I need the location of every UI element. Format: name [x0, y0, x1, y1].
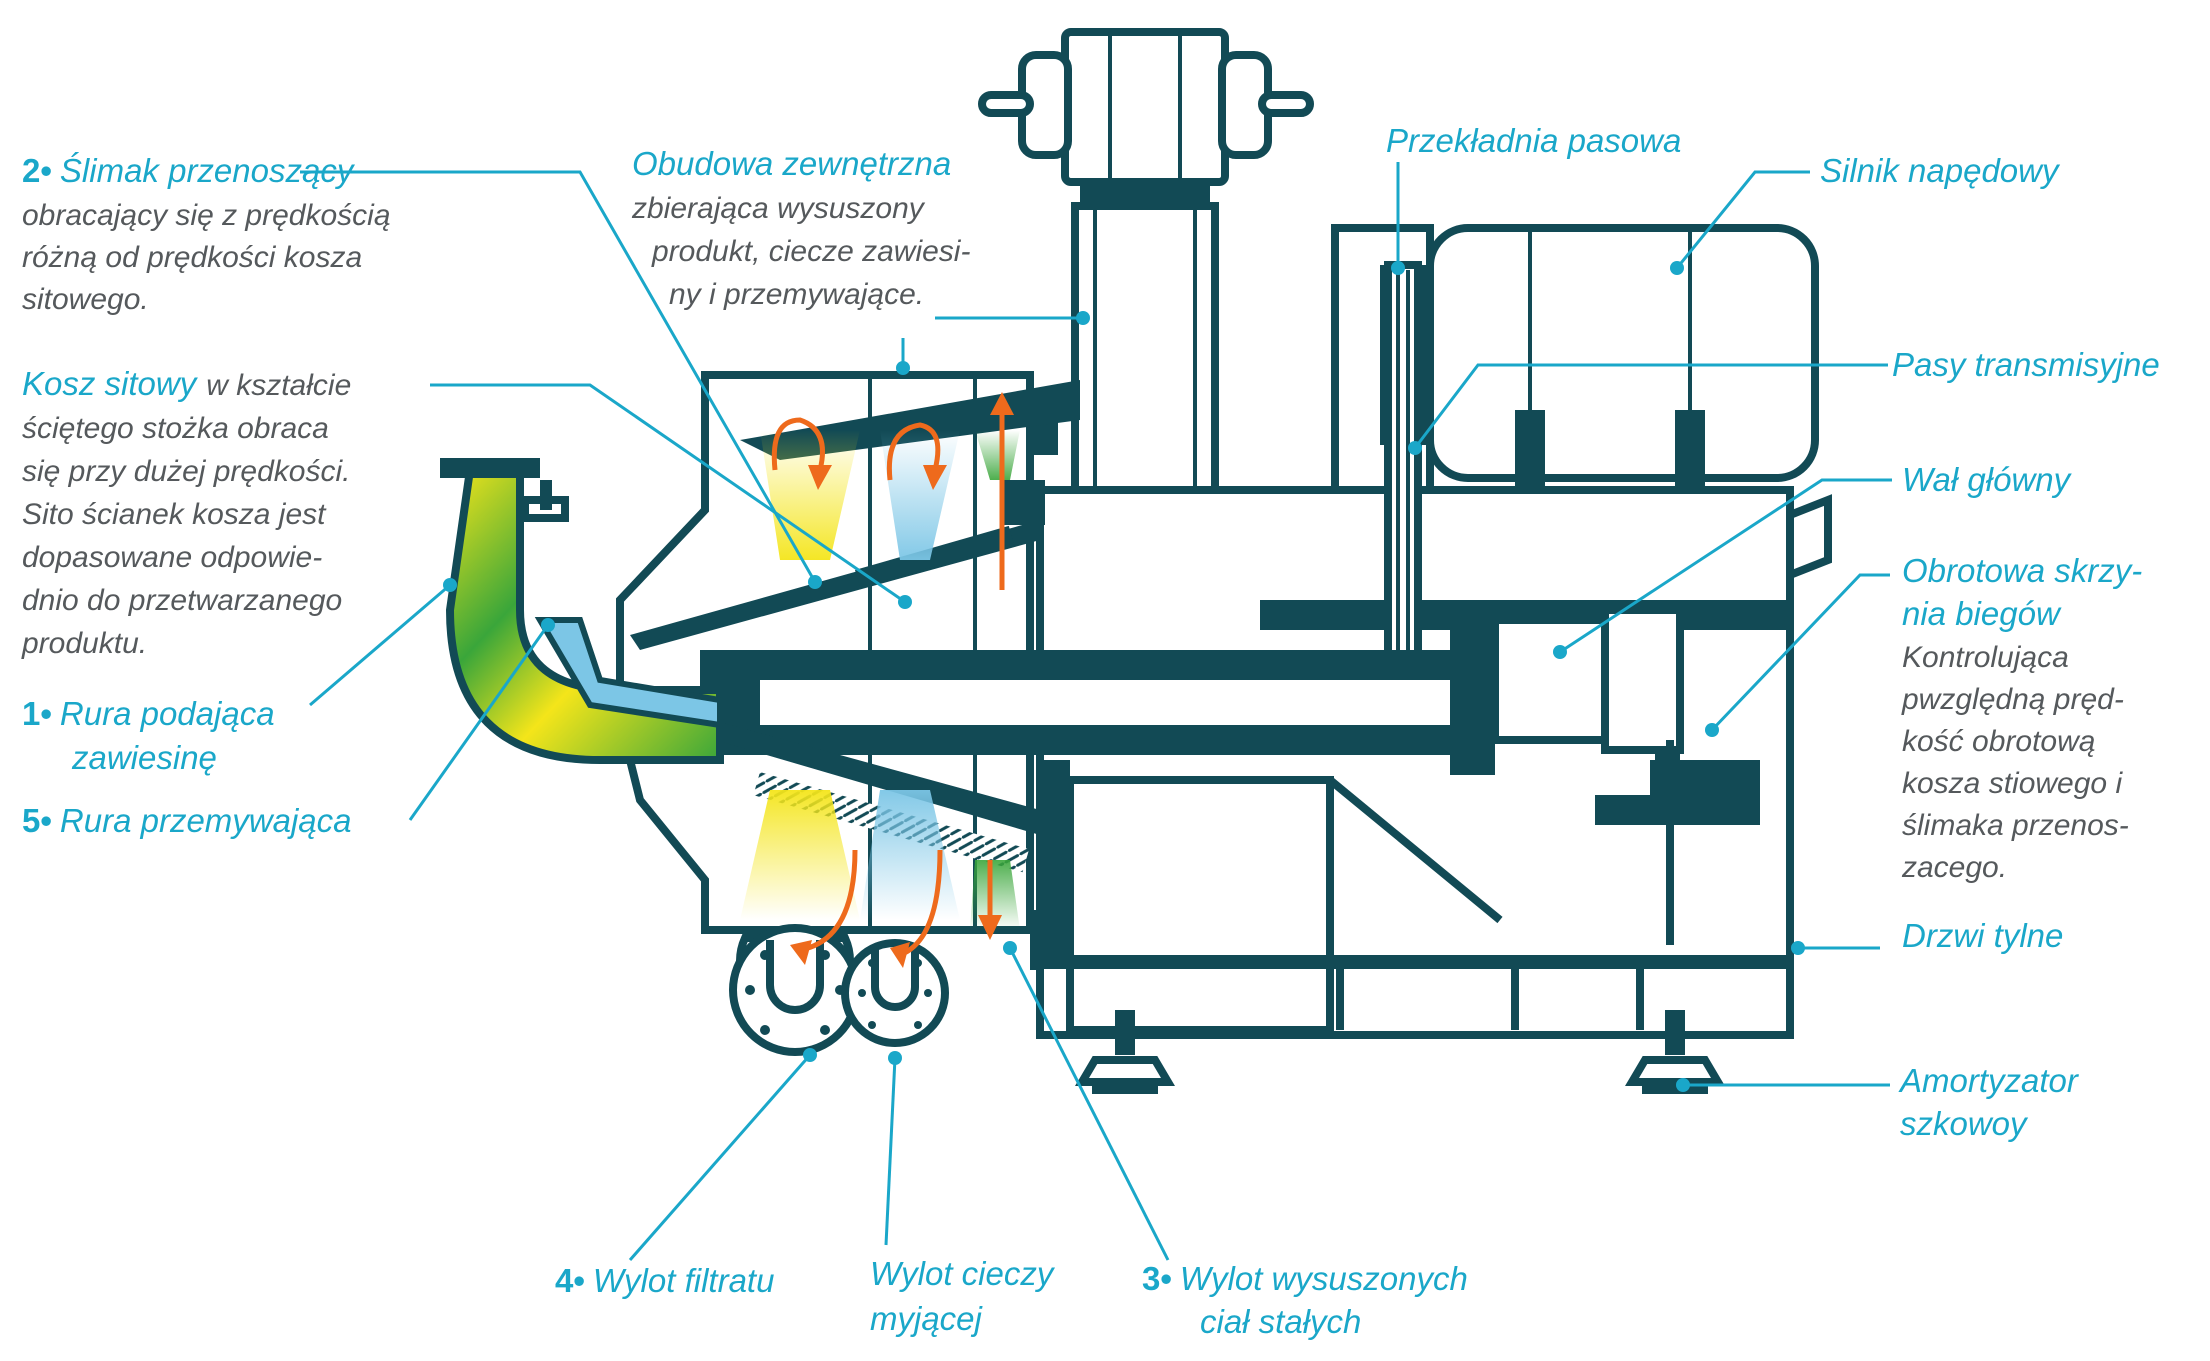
- label-pasy: Pasy transmisyjne: [1892, 346, 2160, 383]
- label-obudowa: Obudowa zewnętrzna zbierająca wysuszony …: [631, 145, 970, 311]
- kosz-line-6: produktu.: [21, 627, 147, 660]
- slimak-title: Ślimak przenoszący: [60, 151, 356, 189]
- skrzynia-line-4: kosza stiowego i: [1902, 767, 2123, 800]
- outlets: [729, 924, 949, 1056]
- obudowa-title: Obudowa zewnętrzna: [632, 145, 951, 182]
- wylot-cial-title-2: ciał stałych: [1200, 1303, 1361, 1340]
- label-amortyzator: Amortyzator szkowoy: [1898, 1062, 2080, 1142]
- slimak-number: 2•: [22, 152, 52, 189]
- skrzynia-line-6: zacego.: [1901, 851, 2007, 884]
- skrzynia-line-2: pwzględną pręd-: [1901, 683, 2124, 716]
- gearbox-housing: [1036, 486, 1832, 1039]
- label-wylot-filtratu: 4•Wylot filtratu: [555, 1262, 774, 1299]
- slimak-line-1: obracający się z prędkością: [22, 199, 391, 232]
- top-motor: [978, 28, 1314, 204]
- obudowa-line-1: zbierająca wysuszony: [631, 192, 926, 225]
- leader-lines: [300, 162, 1892, 1261]
- label-wylot-cieczy: Wylot cieczy myjącej: [870, 1255, 1056, 1337]
- slimak-line-2: różną od prędkości kosza: [22, 241, 362, 274]
- flow-arrows: [771, 392, 1014, 968]
- wylot-cieczy-title-1: Wylot cieczy: [870, 1255, 1056, 1292]
- label-wylot-cial: 3•Wylot wysuszonych ciał stałych: [1142, 1260, 1468, 1340]
- skrzynia-title-1: Obrotowa skrzy-: [1902, 552, 2142, 589]
- wylot-filtratu-title: Wylot filtratu: [593, 1262, 775, 1299]
- rura-podajaca-title-2: zawiesinę: [71, 739, 217, 776]
- flow-streams: [740, 430, 1020, 930]
- label-wal: Wał główny: [1902, 461, 2073, 498]
- skrzynia-line-3: kość obrotową: [1902, 725, 2095, 758]
- rura-podajaca-title-1: Rura podająca: [60, 695, 275, 732]
- label-rura-przemywajaca: 5•Rura przemywająca: [22, 802, 352, 839]
- label-skrzynia: Obrotowa skrzy- nia biegów Kontrolująca …: [1901, 552, 2142, 884]
- column: [1071, 202, 1219, 540]
- drive-motor: [1331, 224, 1819, 729]
- slimak-line-3: sitowego.: [22, 283, 149, 316]
- label-drzwi: Drzwi tylne: [1902, 917, 2063, 954]
- skrzynia-line-5: ślimaka przenos-: [1902, 809, 2129, 842]
- obudowa-line-2: produkt, ciecze zawiesi-: [651, 235, 970, 268]
- feed-pipe: [440, 458, 724, 764]
- wylot-cial-title-1: Wylot wysuszonych: [1180, 1260, 1468, 1297]
- svg-text:3•Wylot wysuszonych: 3•Wylot wysuszonych: [1142, 1260, 1468, 1297]
- machine: [440, 28, 1832, 1094]
- kosz-line-4: dopasowane odpowie-: [22, 541, 322, 574]
- label-slimak: 2•Ślimak przenoszący obracający się z pr…: [22, 151, 391, 316]
- skrzynia-title-2: nia biegów: [1902, 595, 2062, 632]
- amortyzator-title-2: szkowoy: [1900, 1105, 2029, 1142]
- rura-przemywajaca-number: 5•: [22, 802, 52, 839]
- kosz-title: Kosz sitowy: [22, 365, 199, 402]
- amortyzator-title-1: Amortyzator: [1898, 1062, 2080, 1099]
- kosz-line-2: się przy dużej prędkości.: [22, 455, 350, 488]
- wylot-cial-number: 3•: [1142, 1260, 1172, 1297]
- kosz-line-3: Sito ścianek kosza jest: [22, 498, 327, 531]
- main-shaft: [700, 606, 1684, 955]
- skrzynia-line-1: Kontrolująca: [1902, 641, 2069, 674]
- svg-text:2•Ślimak przenoszący: 2•Ślimak przenoszący: [22, 151, 356, 189]
- label-silnik: Silnik napędowy: [1820, 152, 2061, 189]
- label-rura-podajaca: 1•Rura podająca zawiesinę: [22, 695, 275, 776]
- kosz-first-line-rest: w kształcie: [206, 369, 351, 402]
- svg-text:1•Rura podająca: 1•Rura podająca: [22, 695, 275, 732]
- wylot-cieczy-title-2: myjącej: [870, 1300, 984, 1337]
- label-przekladnia: Przekładnia pasowa: [1386, 122, 1681, 159]
- obudowa-line-3: ny i przemywające.: [669, 278, 924, 311]
- kosz-line-1: ściętego stożka obraca: [22, 412, 329, 445]
- kosz-line-5: dnio do przetwarzanego: [22, 584, 342, 617]
- rura-przemywajaca-title: Rura przemywająca: [60, 802, 352, 839]
- rura-podajaca-number: 1•: [22, 695, 52, 732]
- wylot-filtratu-number: 4•: [555, 1262, 585, 1299]
